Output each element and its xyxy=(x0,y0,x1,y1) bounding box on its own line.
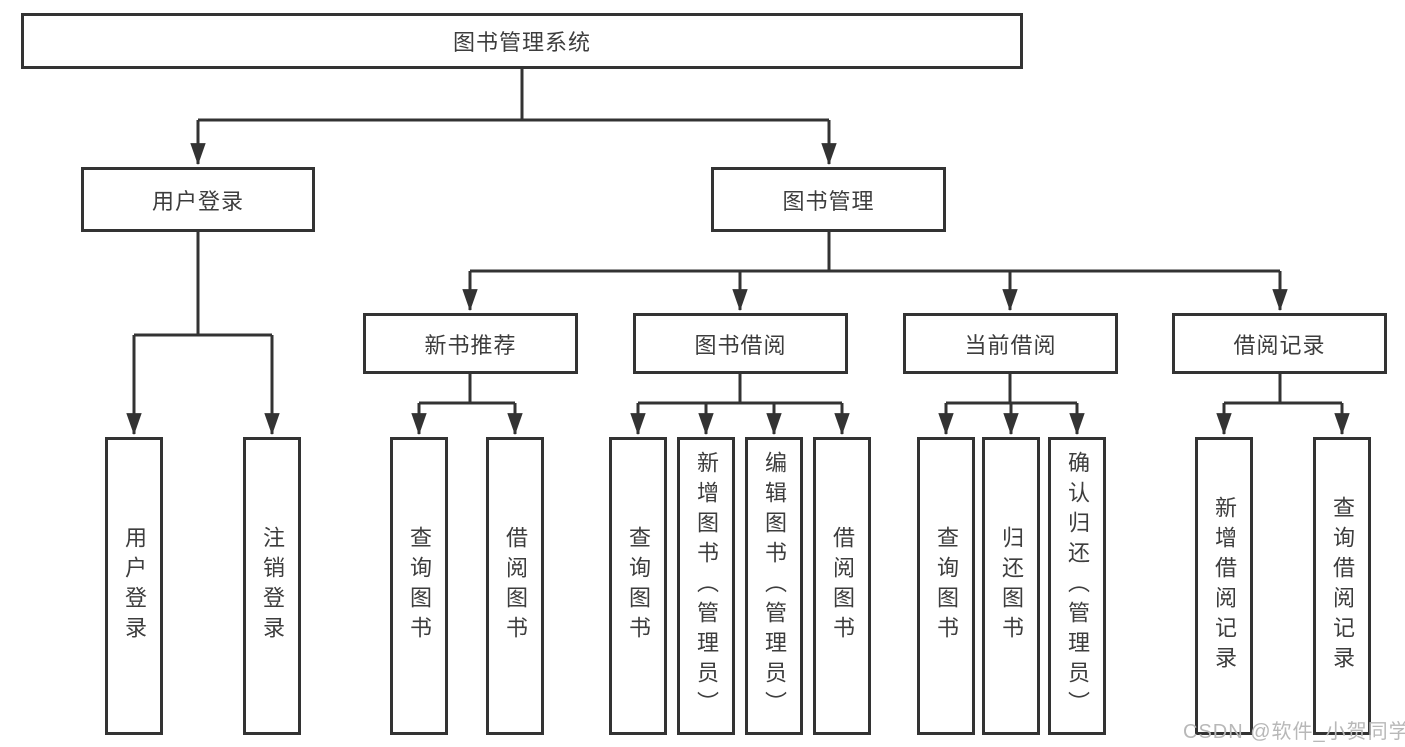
node-label: 新增图书（管理员） xyxy=(694,451,719,721)
leaf-return-books: 归还图书 xyxy=(982,437,1040,735)
node-label: 确认归还（管理员） xyxy=(1065,451,1090,721)
node-borrowing-records: 借阅记录 xyxy=(1172,313,1387,374)
node-label: 查询借阅记录 xyxy=(1330,496,1355,676)
leaf-logout: 注销登录 xyxy=(243,437,301,735)
node-label: 查询图书 xyxy=(934,526,959,646)
leaf-current-query-books: 查询图书 xyxy=(917,437,975,735)
node-label: 新书推荐 xyxy=(424,332,517,358)
node-label: 图书借阅 xyxy=(694,332,787,358)
leaf-user-login: 用户登录 xyxy=(105,437,163,735)
node-label: 新增借阅记录 xyxy=(1212,496,1237,676)
node-label: 编辑图书（管理员） xyxy=(762,451,787,721)
node-label: 查询图书 xyxy=(626,526,651,646)
node-user-login: 用户登录 xyxy=(81,167,315,232)
node-label: 归还图书 xyxy=(999,526,1024,646)
leaf-recommend-borrow-books: 借阅图书 xyxy=(486,437,544,735)
leaf-confirm-return-admin: 确认归还（管理员） xyxy=(1048,437,1106,735)
node-label: 借阅图书 xyxy=(830,526,855,646)
node-label: 借阅记录 xyxy=(1233,332,1326,358)
node-label: 图书管理 xyxy=(782,188,875,214)
leaf-borrowing-borrow-books: 借阅图书 xyxy=(813,437,871,735)
leaf-add-borrow-record: 新增借阅记录 xyxy=(1195,437,1253,735)
node-label: 注销登录 xyxy=(260,526,285,646)
leaf-add-books-admin: 新增图书（管理员） xyxy=(677,437,735,735)
node-new-book-recommend: 新书推荐 xyxy=(363,313,578,374)
node-book-borrowing: 图书借阅 xyxy=(633,313,848,374)
node-book-management: 图书管理 xyxy=(711,167,946,232)
leaf-borrowing-query-books: 查询图书 xyxy=(609,437,667,735)
node-label: 查询图书 xyxy=(407,526,432,646)
node-label: 用户登录 xyxy=(122,526,147,646)
leaf-recommend-query-books: 查询图书 xyxy=(390,437,448,735)
node-library-management-system: 图书管理系统 xyxy=(21,13,1023,69)
node-label: 借阅图书 xyxy=(503,526,528,646)
node-current-borrowing: 当前借阅 xyxy=(903,313,1118,374)
leaf-edit-books-admin: 编辑图书（管理员） xyxy=(745,437,803,735)
leaf-query-borrow-record: 查询借阅记录 xyxy=(1313,437,1371,735)
node-label: 当前借阅 xyxy=(964,332,1057,358)
csdn-watermark: CSDN @软件_小贺同学 xyxy=(1183,721,1405,743)
node-label: 图书管理系统 xyxy=(452,30,591,55)
node-label: 用户登录 xyxy=(151,188,244,214)
